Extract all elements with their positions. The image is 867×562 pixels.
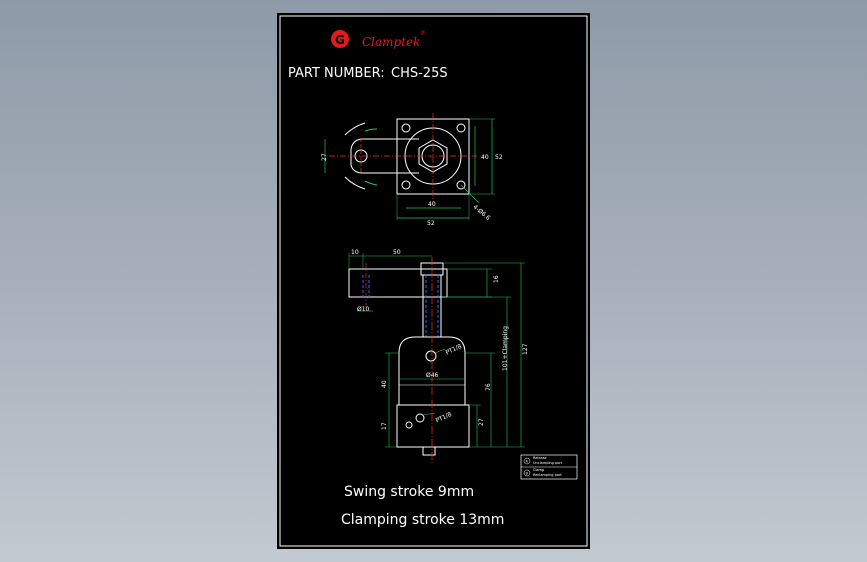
port-b-label: PT1/8 <box>435 411 453 425</box>
dim-40-side: 40 <box>381 380 388 388</box>
note-swing-stroke: Swing stroke 9mm <box>344 484 474 500</box>
swing-arc-bottom <box>364 180 378 186</box>
registered-mark: ® <box>420 30 426 37</box>
dim-17: 17 <box>381 422 388 430</box>
dim-76: 76 <box>485 383 492 391</box>
logo-mark <box>331 30 349 48</box>
dim-40-horizontal: 40 <box>428 201 436 208</box>
rotation-arrow-bottom <box>344 176 366 190</box>
base-flange <box>396 404 470 448</box>
dim-52-horizontal: 52 <box>427 220 435 227</box>
mount-hole-tr <box>456 123 466 133</box>
dim-hole-callout: 4-Ø6.6 <box>471 204 491 222</box>
legend-a-line2: Unclamping port <box>533 461 563 465</box>
dim-16: 16 <box>493 275 500 283</box>
hole-leader <box>460 184 480 204</box>
side-view: 10 50 Ø10 16 127 101+Clamping 76 27 Ø46 … <box>348 249 529 463</box>
legend-a-line1: Release <box>533 456 547 460</box>
cylinder-body <box>398 336 466 406</box>
clamp-arm <box>350 138 419 174</box>
port-b <box>415 413 425 423</box>
port-a-label: PT1/8 <box>445 343 463 357</box>
flange-hole <box>405 421 413 429</box>
dim-pin-diameter: Ø10 <box>357 306 370 313</box>
rotation-arrow-top <box>344 122 366 136</box>
bottom-stem <box>422 446 436 456</box>
logo-letter: G <box>335 33 345 47</box>
port-b-leader <box>422 412 436 416</box>
dim-diameter-46: Ø46 <box>426 372 439 379</box>
dim-10: 10 <box>351 249 359 256</box>
side-arm <box>348 268 448 298</box>
drawing-sheet: G Clamptek ® PART NUMBER: CHS-25S 27 <box>277 13 590 549</box>
swing-arc-top <box>364 128 378 132</box>
part-number-label: PART NUMBER: <box>288 66 385 81</box>
legend-symbol-a-text: A <box>526 460 529 464</box>
drawing-border <box>279 15 588 547</box>
top-view: 27 40 52 40 52 4-Ø6.6 <box>321 113 503 227</box>
legend-symbol-b-text: B <box>526 472 529 476</box>
port-a-leader <box>434 348 446 354</box>
port-a <box>425 350 437 362</box>
dim-50: 50 <box>393 249 401 256</box>
legend-symbol-a <box>523 457 531 465</box>
dim-127: 127 <box>522 343 529 355</box>
legend-b-line1: Clamp <box>533 468 545 472</box>
dim-27-side: 27 <box>478 418 485 426</box>
port-legend: A B Release Unclamping port Clamp Reclam… <box>520 454 578 480</box>
brand-logo: G Clamptek ® <box>331 30 426 49</box>
note-clamping-stroke: Clamping stroke 13mm <box>341 512 504 528</box>
mount-hole-tl <box>401 123 411 133</box>
part-number-value: CHS-25S <box>391 66 448 81</box>
legend-b-line2: Reclamping port <box>533 473 562 477</box>
dim-52-vertical: 52 <box>495 154 503 161</box>
mount-hole-br <box>456 180 466 190</box>
dim-101-clamping: 101+Clamping <box>502 326 509 371</box>
brand-name: Clamptek <box>362 35 420 49</box>
legend-symbol-b <box>523 469 531 477</box>
dim-40-vertical: 40 <box>481 154 489 161</box>
cad-drawing: G Clamptek ® PART NUMBER: CHS-25S 27 <box>279 15 588 547</box>
mount-hole-bl <box>401 180 411 190</box>
dim-27: 27 <box>321 153 328 161</box>
